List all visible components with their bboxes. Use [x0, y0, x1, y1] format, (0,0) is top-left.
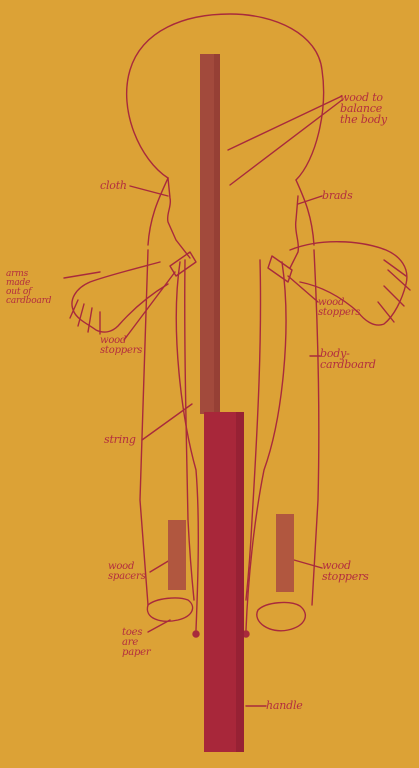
label-handle: handle	[266, 700, 303, 711]
leader-wood-stoppers-left	[124, 272, 175, 340]
label-string: string	[104, 434, 136, 445]
leader-string	[142, 404, 192, 440]
label-wood-to-balance: wood to balance the body	[340, 92, 387, 125]
label-brads: brads	[322, 190, 353, 201]
leader-wood-stoppers-lower	[294, 560, 322, 568]
collar-outline	[148, 178, 314, 245]
label-cloth: cloth	[100, 180, 127, 191]
label-wood-spacers: wood spacers	[108, 562, 146, 582]
leader-wood-spacers	[150, 560, 170, 572]
head-outline	[127, 14, 324, 180]
leader-arms	[64, 272, 100, 278]
leader-brads	[298, 196, 322, 204]
string-end-left	[193, 631, 199, 637]
label-toes: toes are paper	[122, 628, 150, 658]
right-stopper	[268, 256, 292, 282]
left-brad	[168, 178, 190, 258]
label-arms: arms made out of cardboard	[6, 270, 51, 306]
label-wood-stoppers-lower: wood stoppers	[322, 560, 369, 582]
wood-spacer-left	[168, 520, 186, 590]
label-wood-stoppers-right: wood stoppers	[318, 298, 360, 318]
label-body-cardboard: body- cardboard	[320, 348, 376, 370]
left-arm	[72, 262, 168, 332]
handle-shade	[236, 412, 244, 752]
left-foot	[147, 598, 192, 621]
label-wood-stoppers-left: wood stoppers	[100, 336, 142, 356]
right-brad	[290, 196, 298, 268]
balance-stick-shade	[214, 54, 220, 414]
leader-wood-to-balance	[228, 96, 342, 185]
wood-spacer-right	[276, 514, 294, 592]
leader-wood-stoppers-right	[288, 276, 318, 302]
inner-body-line-right	[246, 260, 261, 600]
right-foot	[257, 603, 306, 631]
leader-toes	[148, 620, 170, 632]
